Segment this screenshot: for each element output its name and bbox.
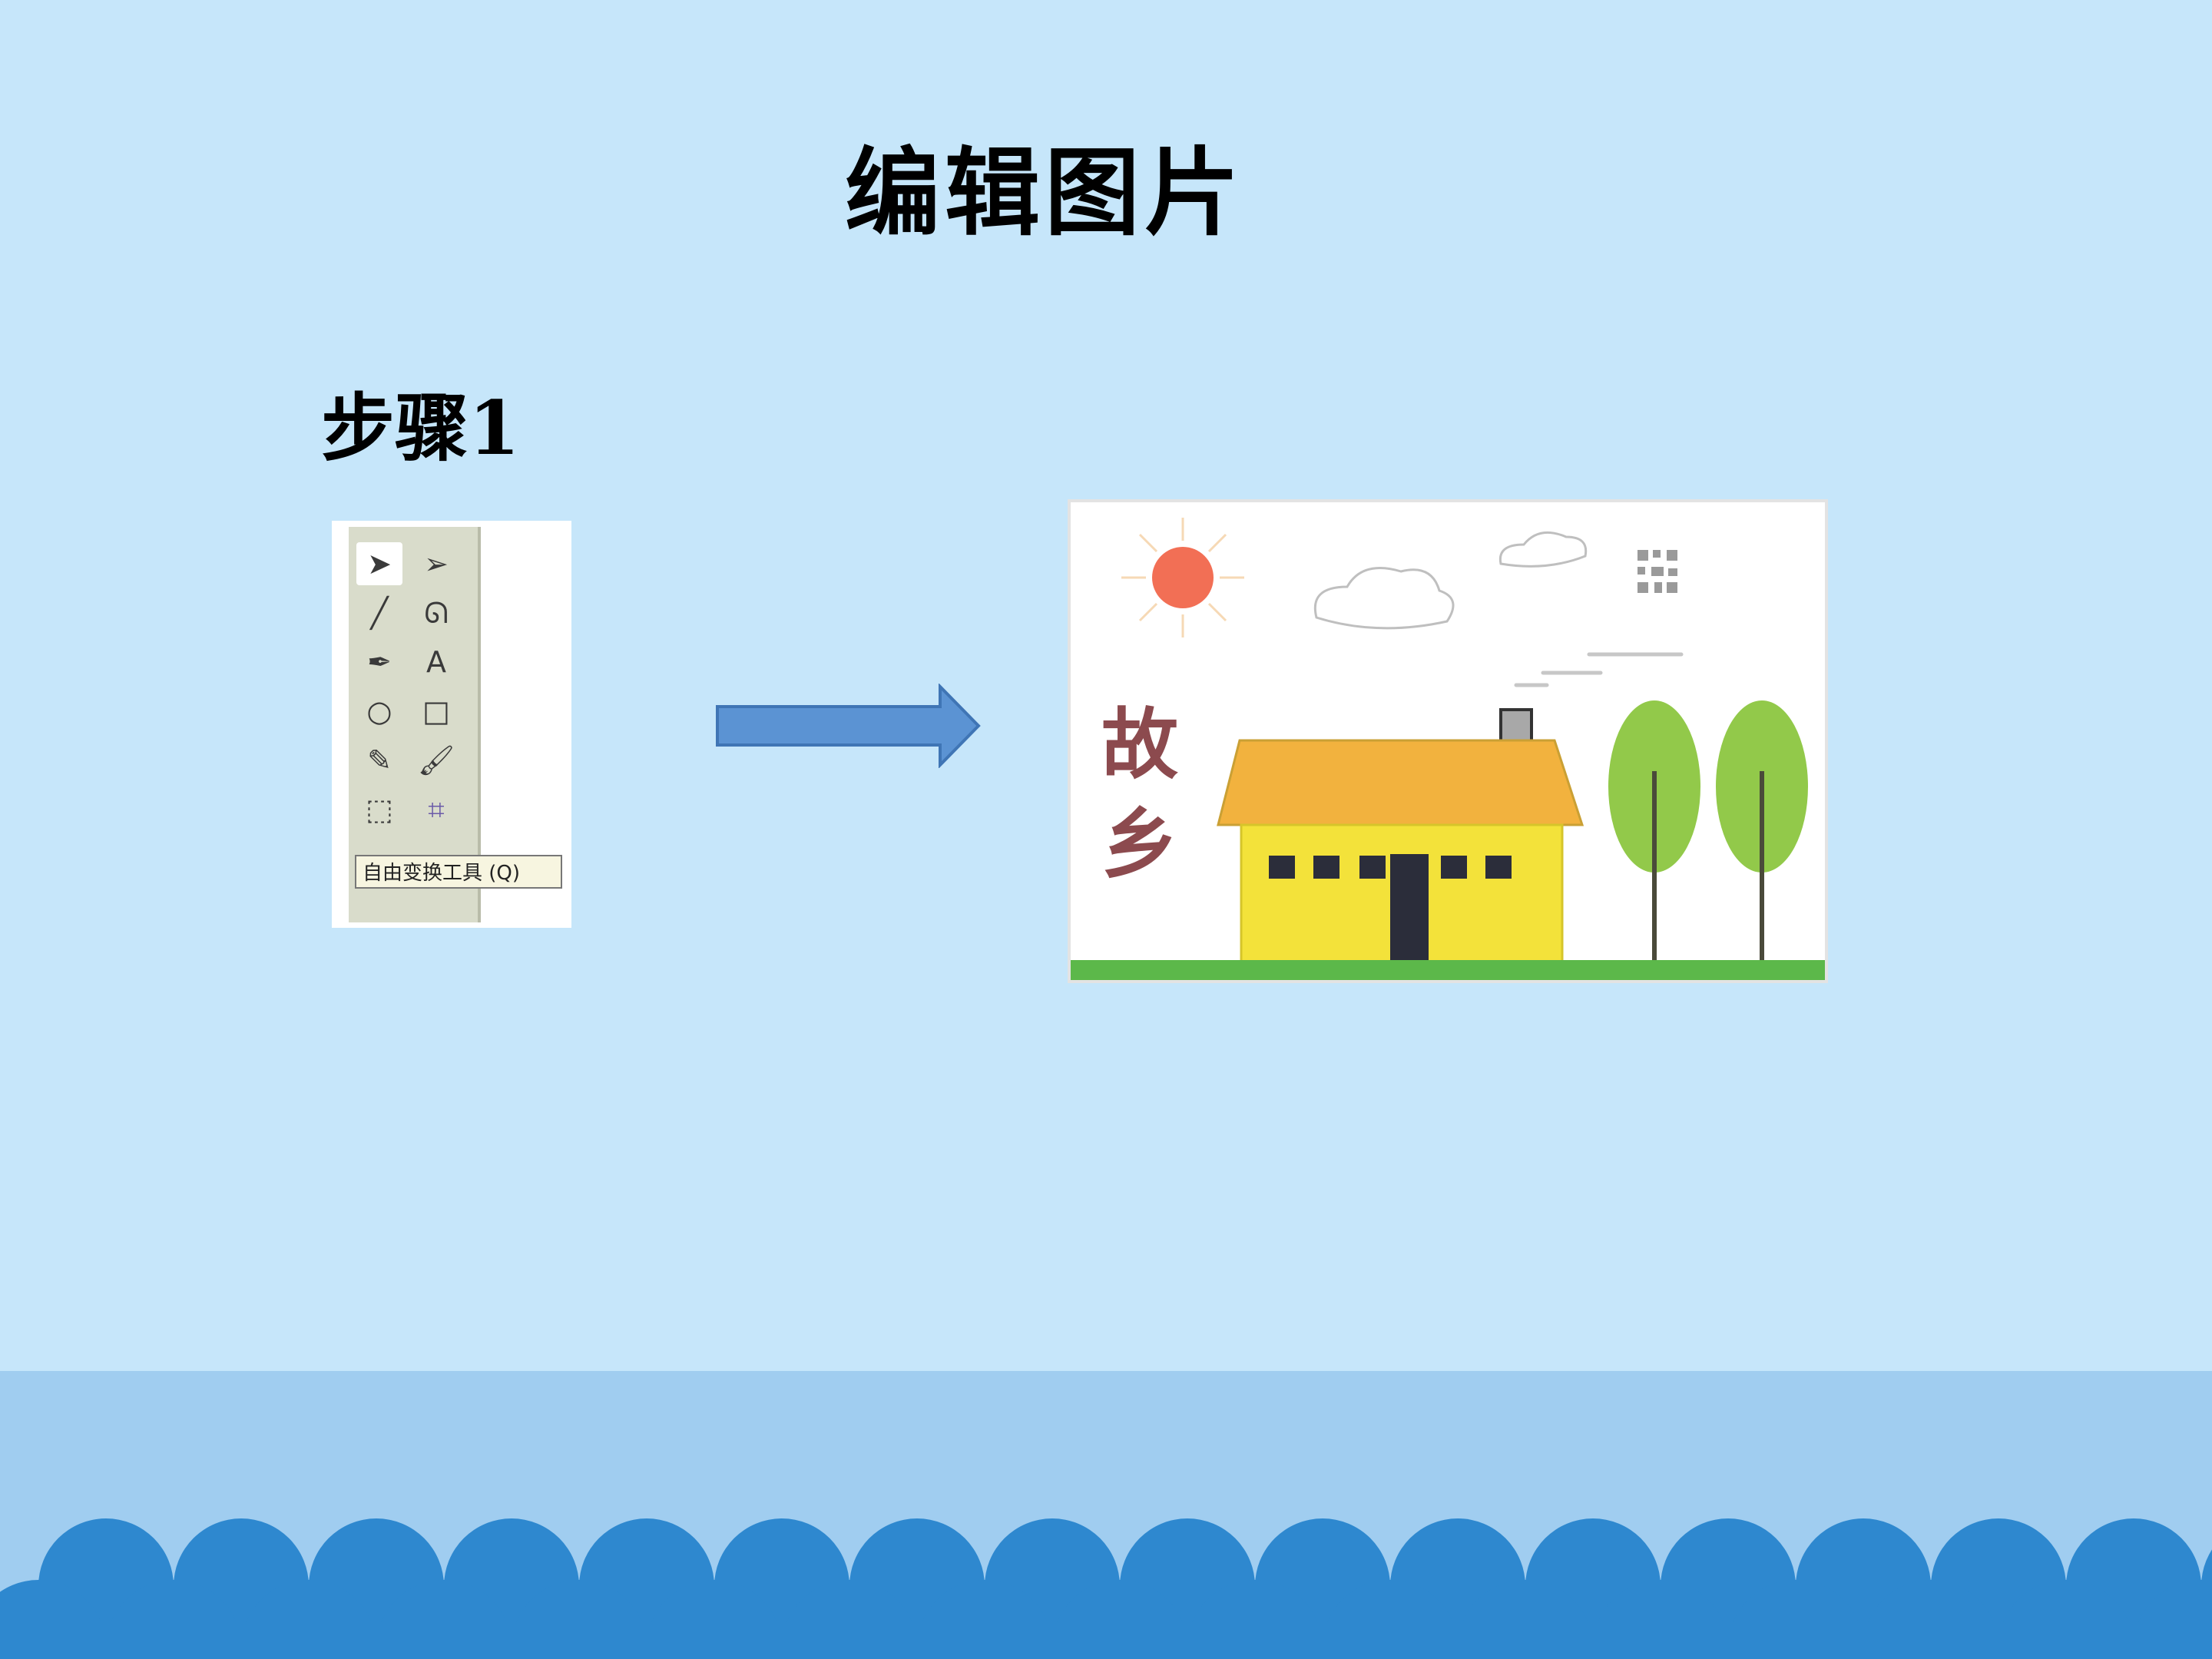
grass: [1071, 960, 1825, 980]
oval-tool-icon[interactable]: ○: [366, 694, 392, 728]
slide-title: 编辑图片: [844, 137, 1244, 249]
picture-title-text: 故 乡: [1101, 694, 1186, 894]
selection-tool-icon[interactable]: ➤: [356, 542, 402, 585]
sun-icon: [1121, 518, 1244, 637]
result-picture: 故 乡: [1068, 499, 1828, 983]
line-tool-icon[interactable]: ╱: [370, 596, 389, 630]
tool-tooltip: 自由变换工具 (Q): [355, 855, 562, 889]
subselection-tool-icon[interactable]: ➢: [424, 547, 449, 581]
house-door: [1390, 854, 1429, 963]
pen-tool-icon[interactable]: ✒: [367, 645, 392, 679]
fill-transform-tool-icon[interactable]: ⌗: [428, 792, 445, 826]
picture-text-line2: 乡: [1101, 799, 1178, 889]
right-arrow-icon: [714, 683, 983, 769]
brush-tool-icon[interactable]: 🖌: [417, 743, 455, 777]
cloud-icon: [1314, 531, 1588, 630]
pencil-tool-icon[interactable]: ✎: [367, 743, 392, 777]
lasso-tool-icon[interactable]: ᘏ: [424, 595, 449, 630]
free-transform-tool-icon[interactable]: ⬚: [366, 793, 393, 826]
text-tool-icon[interactable]: A: [426, 645, 446, 679]
qr-code-icon: [1637, 550, 1677, 593]
house-roof: [1217, 739, 1584, 826]
house-windows: [1269, 856, 1512, 879]
rectangle-tool-icon[interactable]: □: [422, 694, 450, 728]
toolbox-screenshot: ➤ ➢ ╱ ᘏ ✒ A ○ □ ✎ 🖌 ⬚ ⌗ 自由变换工具 (Q): [332, 521, 571, 928]
tree-icon: [1608, 700, 1808, 963]
picture-text-line1: 故: [1101, 699, 1178, 790]
step-label: 步骤1: [321, 385, 520, 472]
wave-decoration: [0, 1371, 2212, 1659]
